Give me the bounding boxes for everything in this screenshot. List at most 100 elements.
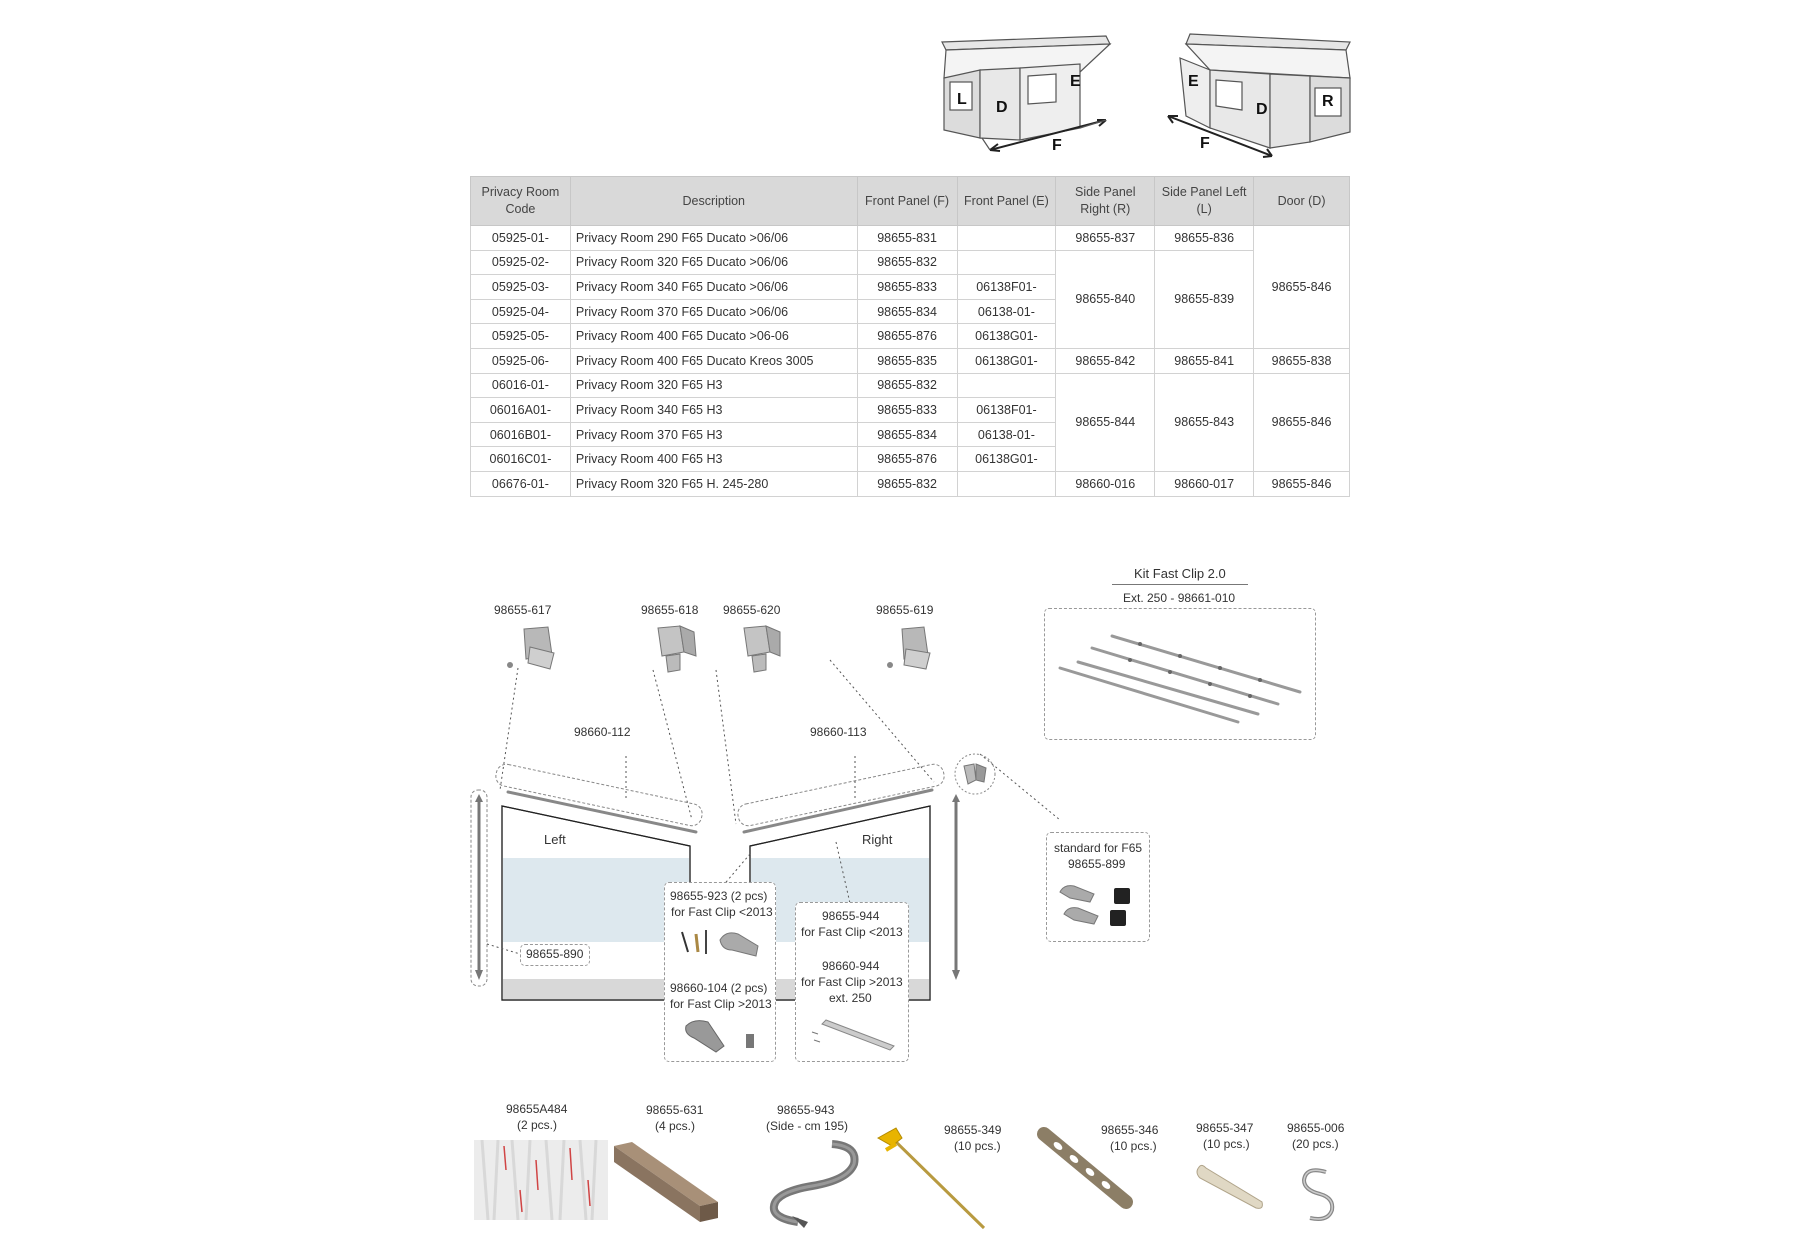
cell-e: 06138F01- [956, 274, 1057, 300]
wooden-block-image [614, 1142, 718, 1222]
cell-d: 98655-846 [1253, 470, 1350, 497]
tent-peg-image [876, 1127, 986, 1230]
awning-diagram-left: L D E F [941, 35, 1112, 154]
table-header-row: Privacy Room Code Description Front Pane… [470, 176, 1350, 226]
cell-desc: Privacy Room 340 F65 Ducato >06/06 [569, 274, 858, 300]
part-label-944b: 98660-944 [822, 959, 880, 973]
cell-r: 98655-842 [1055, 347, 1156, 374]
cell-r: 98655-844 [1055, 372, 1156, 472]
table-row: 06016C01- Privacy Room 400 F65 H3 98655-… [470, 446, 1350, 472]
part-label-618: 98655-618 [641, 603, 699, 617]
acc-code: 98655-006 [1287, 1121, 1345, 1135]
acc-code: 98655-349 [944, 1123, 1002, 1137]
clip-899-image [1059, 885, 1130, 926]
header-code: Privacy Room Code [470, 176, 571, 226]
part-label-944b-note: for Fast Clip >2013 [801, 975, 903, 989]
box-standard-f65 [1046, 832, 1150, 942]
cell-l: 98655-843 [1154, 372, 1255, 472]
cell-desc: Privacy Room 400 F65 H3 [569, 446, 858, 472]
acc-code: 98655A484 [506, 1102, 568, 1116]
tension-strap-image [1037, 1127, 1133, 1209]
cell-code: 06016C01- [470, 446, 571, 472]
acc-qty: (10 pcs.) [954, 1139, 1001, 1153]
table-row: 06016B01- Privacy Room 370 F65 H3 98655-… [470, 421, 1350, 448]
acc-qty: (2 pcs.) [517, 1118, 558, 1132]
cell-desc: Privacy Room 370 F65 H3 [569, 421, 858, 448]
diagram-label-d: D [996, 99, 1008, 116]
cell-desc: Privacy Room 320 F65 H. 245-280 [569, 470, 858, 497]
cell-code: 05925-01- [470, 225, 571, 251]
part-label-944b-ext: ext. 250 [829, 991, 872, 1005]
part-label-standard: standard for F65 [1054, 841, 1143, 855]
cell-e [956, 249, 1057, 276]
cell-code: 05925-04- [470, 298, 571, 325]
cell-code: 06016B01- [470, 421, 571, 448]
part-label-104-note: for Fast Clip >2013 [670, 997, 772, 1011]
cell-f: 98655-876 [856, 446, 958, 472]
table-row: 05925-01- Privacy Room 290 F65 Ducato >0… [470, 225, 1350, 349]
spring-pin-image [681, 930, 759, 957]
header-front-e: Front Panel (E) [956, 176, 1057, 226]
cell-e: 06138-01- [956, 421, 1057, 448]
part-label-619: 98655-619 [876, 603, 934, 617]
cell-desc: Privacy Room 400 F65 Ducato Kreos 3005 [569, 347, 858, 374]
cell-code: 05925-05- [470, 323, 571, 349]
s-hook-image [1301, 1168, 1335, 1221]
cell-e [956, 225, 1057, 251]
zipper-image [769, 1140, 859, 1228]
cell-f: 98655-833 [856, 274, 958, 300]
cell-e: 06138G01- [956, 323, 1057, 349]
header-side-right: Side Panel Right (R) [1055, 176, 1156, 226]
kit-title-divider [1112, 584, 1248, 585]
cell-desc: Privacy Room 320 F65 Ducato >06/06 [569, 249, 858, 276]
diagram-label-e: E [1070, 73, 1081, 90]
cell-e: 06138G01- [956, 446, 1057, 472]
clip-617-image [507, 626, 555, 670]
table-row: 06016-01- Privacy Room 320 F65 H3 98655-… [470, 372, 1350, 472]
kit-rails-image [1058, 634, 1302, 724]
acc-code: 98655-631 [646, 1103, 704, 1117]
cell-code: 05925-03- [470, 274, 571, 300]
cell-code: 06676-01- [470, 470, 571, 497]
cell-d: 98655-846 [1253, 372, 1350, 472]
part-label-112: 98660-112 [574, 725, 631, 739]
cell-f: 98655-876 [856, 323, 958, 349]
kit-subtitle: Ext. 250 - 98661-010 [1123, 591, 1236, 605]
acc-qty: (4 pcs.) [655, 1119, 696, 1133]
cell-code: 06016A01- [470, 397, 571, 423]
table-row: 05925-02- Privacy Room 320 F65 Ducato >0… [470, 249, 1350, 349]
cell-f: 98655-833 [856, 397, 958, 423]
cell-f: 98655-832 [856, 249, 958, 276]
diagram-label-f: F [1052, 137, 1062, 154]
cell-l: 98660-017 [1154, 470, 1255, 497]
acc-qty: (10 pcs.) [1110, 1139, 1157, 1153]
diagram-label-d: D [1256, 101, 1268, 118]
clip-618-image [657, 625, 697, 673]
cell-f: 98655-834 [856, 421, 958, 448]
cell-l: 98655-841 [1154, 347, 1255, 374]
curtain-fabric-image [474, 1140, 608, 1220]
cell-e: 06138F01- [956, 397, 1057, 423]
acc-qty: (Side - cm 195) [766, 1119, 849, 1133]
diagram-label-f: F [1200, 135, 1210, 152]
table-row: 05925-06- Privacy Room 400 F65 Ducato Kr… [470, 347, 1350, 374]
cell-f: 98655-832 [856, 372, 958, 399]
part-label-899: 98655-899 [1068, 857, 1126, 871]
clip-619-image [887, 626, 931, 670]
cell-r: 98660-016 [1055, 470, 1156, 497]
header-front-f: Front Panel (F) [856, 176, 958, 226]
cell-e: 06138G01- [956, 347, 1057, 374]
acc-qty: (10 pcs.) [1203, 1137, 1250, 1151]
table-row: 06016A01- Privacy Room 340 F65 H3 98655-… [470, 397, 1350, 423]
hook-clip-image [954, 753, 996, 795]
cell-e: 06138-01- [956, 298, 1057, 325]
acc-code: 98655-943 [777, 1103, 835, 1117]
part-label-944: 98655-944 [822, 909, 880, 923]
part-label-890: 98655-890 [526, 947, 584, 961]
clip-620-image [743, 625, 781, 673]
clip-104-image [685, 1020, 754, 1053]
table-row: 06676-01- Privacy Room 320 F65 H. 245-28… [470, 470, 1350, 497]
header-side-left: Side Panel Left (L) [1154, 176, 1255, 226]
rail-944-image [811, 1019, 895, 1051]
panel-label-left: Left [544, 832, 566, 847]
